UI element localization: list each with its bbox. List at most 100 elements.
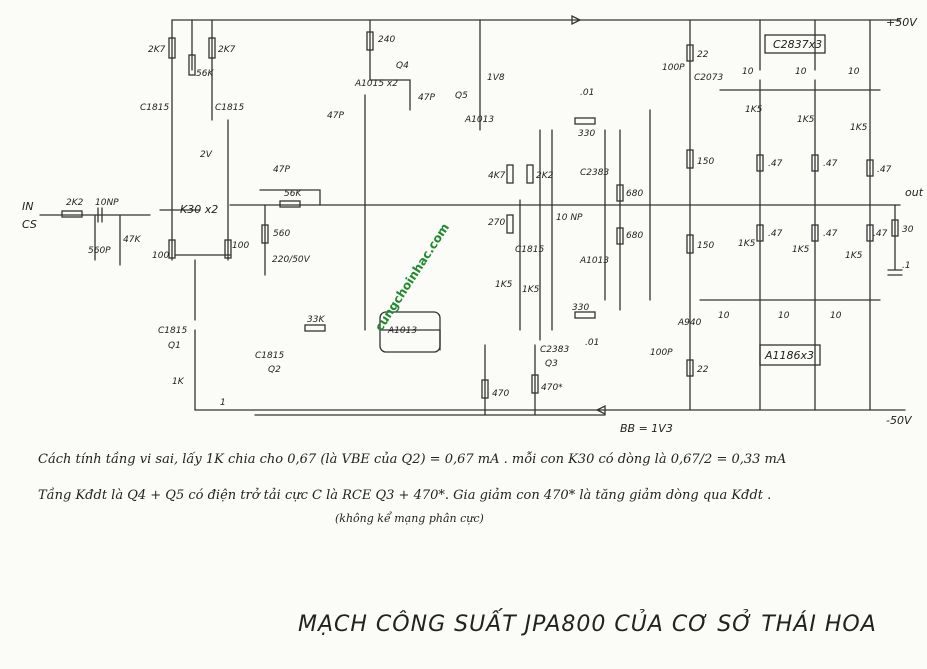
label-30: 30: [902, 225, 914, 235]
label-c1815-q2: C1815: [255, 351, 284, 361]
label-330-bottom: 330: [572, 303, 589, 313]
output-top-wires: [719, 19, 881, 206]
label-q2: Q2: [268, 365, 281, 375]
label-a1013-lower: A1013: [387, 326, 417, 336]
emitter-resistor-1: [756, 154, 764, 172]
driver-wires: [604, 19, 691, 411]
label-047-6: .47: [873, 229, 888, 239]
label-1k5-bot-3: 1K5: [845, 251, 863, 261]
output-bottom-wires: [699, 204, 881, 411]
label-2k2-bias: 2K2: [536, 171, 554, 181]
label-k30: K30 x2: [180, 203, 218, 216]
label-100p-a: 100P: [662, 63, 685, 73]
label-1k5-top: 1K5: [745, 105, 763, 115]
label-047-4: .47: [768, 229, 783, 239]
label-q3: Q3: [545, 359, 558, 369]
rail-diode-bottom: [595, 404, 606, 416]
label-1k5-b: 1K5: [522, 285, 540, 295]
label-560: 560: [273, 229, 290, 239]
resistor-330-top: [574, 117, 596, 125]
label-10-base-3: 10: [848, 67, 860, 77]
resistor-56k: [188, 54, 196, 76]
note-line-1: Cách tính tầng vi sai, lấy 1K chia cho 0…: [38, 452, 787, 467]
label-10np-2: 10 NP: [556, 213, 583, 223]
resistor-56k-feedback: [279, 200, 301, 208]
label-q4: Q4: [396, 61, 409, 71]
label-c1815-b: C1815: [215, 103, 244, 113]
label-1k5-top-3: 1K5: [850, 123, 868, 133]
resistor-22-bottom: [686, 359, 694, 377]
label-2k7-right: 2K7: [218, 45, 236, 55]
resistor-330-bottom: [574, 311, 596, 319]
note-line-3: (không kể mạng phân cực): [335, 512, 484, 525]
label-01-a: .01: [580, 88, 594, 98]
label-c1815-c: C1815: [515, 245, 544, 255]
label-150-bottom: 150: [697, 241, 714, 251]
label-10-base-2: 10: [795, 67, 807, 77]
label-047-2: .47: [823, 159, 838, 169]
label-10np: 10NP: [95, 198, 119, 208]
label-047-1: .47: [768, 159, 783, 169]
label-560p: 560P: [88, 246, 111, 256]
label-c2383-b: C2383: [580, 168, 609, 178]
label-1k5-top-2: 1K5: [797, 115, 815, 125]
resistor-560: [261, 224, 269, 244]
label-470-star: 470*: [541, 383, 563, 393]
label-10-base-5: 10: [778, 311, 790, 321]
label-c2837: C2837x3: [773, 38, 822, 51]
label-680-top: 680: [626, 189, 643, 199]
label-56k: 56K: [196, 69, 214, 79]
label-330-top: 330: [578, 129, 595, 139]
label-cap-1: 1: [220, 398, 226, 408]
resistor-30: [891, 219, 899, 237]
label-10-base-6: 10: [830, 311, 842, 321]
input-wire: [39, 214, 151, 266]
resistor-2k7-left: [168, 37, 176, 59]
label-c1815-a: C1815: [140, 103, 169, 113]
label-a1186: A1186x3: [764, 349, 814, 362]
label-1k5-bot-2: 1K5: [792, 245, 810, 255]
resistor-680-top: [616, 184, 624, 202]
diff-stage-wires: [159, 19, 231, 411]
label-zener-1v8: 1V8: [487, 73, 505, 83]
label-q5: Q5: [455, 91, 468, 101]
pos-rail-label: +50V: [886, 16, 918, 29]
label-q1: Q1: [168, 341, 181, 351]
label-047-5: .47: [823, 229, 838, 239]
emitter-resistor-4: [756, 224, 764, 242]
label-47p-b: 47P: [327, 111, 344, 121]
label-a1015: A1015 x2: [354, 79, 398, 89]
label-cap-01: .1: [902, 261, 911, 271]
cap-10np-input: [97, 207, 103, 223]
a1013-box-lower: [379, 311, 441, 353]
label-1k: 1K: [172, 377, 185, 387]
input-sub-label: CS: [22, 218, 37, 231]
emitter-resistor-5: [811, 224, 819, 242]
label-100-left: 100: [152, 251, 169, 261]
bias-voltage-label: BB = 1V3: [620, 422, 673, 435]
label-680-bottom: 680: [626, 231, 643, 241]
label-47k: 47K: [123, 235, 141, 245]
label-33k: 33K: [307, 315, 325, 325]
label-100p-b: 100P: [650, 348, 673, 358]
label-zener-2v: 2V: [200, 150, 213, 160]
resistor-240: [366, 31, 374, 51]
resistor-33k: [304, 324, 326, 332]
label-2k7-left: 2K7: [148, 45, 166, 55]
label-22-bottom: 22: [697, 365, 709, 375]
label-a940: A940: [677, 318, 702, 328]
label-01-b: .01: [585, 338, 599, 348]
zobel-wires: [887, 204, 903, 276]
resistor-470-left: [481, 379, 489, 399]
output-label: out: [905, 186, 924, 199]
label-100-right: 100: [232, 241, 249, 251]
label-470: 470: [492, 389, 509, 399]
feedback-wires: [259, 189, 321, 276]
label-22-top: 22: [697, 50, 709, 60]
label-047-3: .47: [877, 165, 892, 175]
resistor-4k7: [506, 164, 514, 184]
label-2k2: 2K2: [66, 198, 84, 208]
label-1k5-bot-1: 1K5: [738, 239, 756, 249]
resistor-150-bottom: [686, 234, 694, 254]
